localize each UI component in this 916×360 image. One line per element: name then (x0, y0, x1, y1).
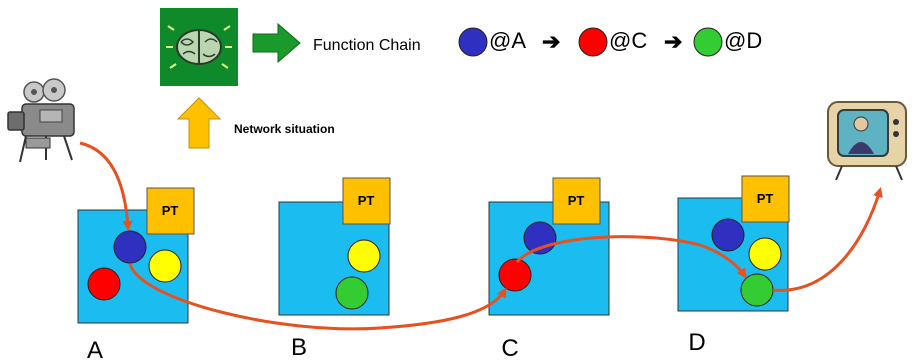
pt-label-d: PT (757, 191, 774, 206)
chain-label-c: @C (609, 28, 647, 53)
chain-circle-blue (458, 27, 488, 57)
pt-box-a (146, 187, 195, 235)
chain-label-d: @D (724, 28, 762, 53)
function-chain-label: Function Chain (313, 37, 421, 54)
network-situation-label: Network situation (234, 122, 335, 136)
node-d: PT (677, 175, 790, 312)
pt-label-a: PT (162, 203, 179, 218)
flow-path-d-to-tv (772, 187, 883, 292)
node-d-green-circle (740, 273, 774, 307)
orange-up-arrow (176, 97, 222, 149)
pt-box-d (741, 175, 790, 223)
chain-arrow-1: ➔ (542, 29, 560, 54)
node-d-yellow-circle (748, 237, 782, 271)
node-a-yellow-circle (148, 249, 182, 283)
pt-label-c: PT (568, 193, 585, 208)
node-d-blue-circle (711, 218, 745, 252)
chain-circle-red (578, 27, 608, 57)
node-b-yellow-circle (347, 239, 381, 273)
node-b: PT (278, 177, 391, 316)
node-a-red-circle (87, 267, 121, 301)
flow-path-c-to-d (515, 235, 747, 279)
node-c-red-circle (498, 258, 532, 292)
node-a-label: A (87, 337, 103, 360)
chain-label-a: @A (489, 28, 526, 53)
television-icon (827, 101, 907, 181)
chain-circle-green (693, 27, 723, 57)
node-b-label: B (291, 334, 307, 360)
flow-path-a-to-c (128, 263, 507, 331)
node-b-green-circle (335, 276, 369, 310)
pt-box-c (552, 177, 601, 225)
node-a: PT (77, 187, 195, 324)
node-d-label: D (688, 329, 705, 356)
chain-arrow-2: ➔ (664, 29, 682, 54)
video-camera-icon (7, 78, 75, 163)
flow-path-camera-to-a (79, 141, 133, 231)
node-a-blue-circle (113, 230, 147, 264)
node-c: PT (488, 177, 610, 316)
green-right-arrow (252, 22, 301, 64)
brain-icon (160, 8, 238, 86)
node-c-label: C (501, 335, 518, 360)
pt-box-b (342, 177, 391, 225)
pt-label-b: PT (358, 193, 375, 208)
